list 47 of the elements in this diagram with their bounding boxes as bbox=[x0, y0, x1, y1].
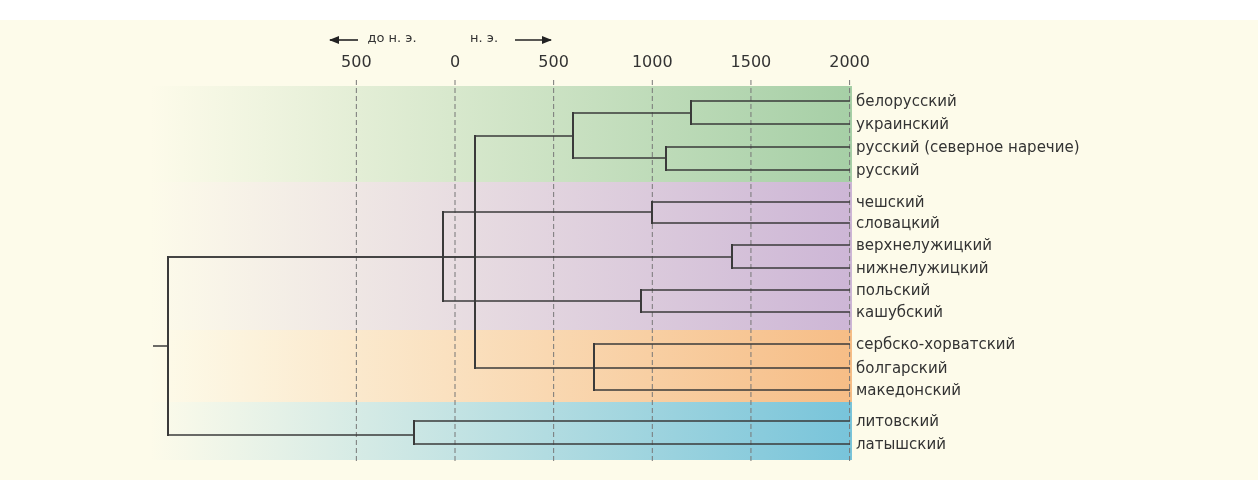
tree-branch bbox=[413, 420, 851, 422]
tree-branch bbox=[640, 311, 851, 313]
tree-branch bbox=[442, 211, 653, 213]
language-name: русский bbox=[850, 159, 920, 181]
language-name: нижнелужицкий bbox=[850, 257, 989, 279]
tree-branch bbox=[442, 256, 733, 258]
axis-tick-label: 1000 bbox=[631, 52, 673, 71]
language-name: чешский bbox=[850, 191, 925, 213]
axis-tick-label: 500 bbox=[538, 52, 569, 71]
language-name: болгарский bbox=[850, 357, 948, 379]
tree-branch bbox=[731, 244, 851, 246]
era-label: до н. э. bbox=[367, 30, 417, 45]
language-name: кашубский bbox=[850, 301, 943, 323]
language-name: русский (северное наречие) bbox=[850, 136, 1080, 158]
tree-branch bbox=[651, 201, 851, 203]
language-name: македонский bbox=[850, 379, 961, 401]
tree-branch bbox=[572, 157, 667, 159]
tree-branch bbox=[593, 367, 851, 369]
tree-branch bbox=[731, 267, 851, 269]
axis-tick-label: 0 bbox=[449, 52, 461, 71]
language-name: польский bbox=[850, 279, 931, 301]
axis-tick-label: 2000 bbox=[829, 52, 870, 71]
tree-branch bbox=[572, 112, 692, 114]
tree-branch bbox=[593, 389, 851, 391]
language-name: белорусский bbox=[850, 90, 957, 112]
language-name: литовский bbox=[850, 410, 939, 432]
tree-branch bbox=[152, 345, 169, 347]
tree-branch bbox=[651, 222, 851, 224]
tree-branch bbox=[474, 135, 574, 137]
tree-branch bbox=[474, 367, 595, 369]
tree-branch bbox=[665, 169, 851, 171]
tree-branch bbox=[665, 146, 851, 148]
tree-branch bbox=[690, 123, 851, 125]
language-name: латышский bbox=[850, 433, 946, 455]
tree-branch bbox=[167, 434, 415, 436]
tree-branch bbox=[593, 343, 851, 345]
language-name: верхнелужицкий bbox=[850, 234, 992, 256]
tree-branch bbox=[640, 289, 851, 291]
axis-tick-label: 500 bbox=[341, 52, 372, 71]
language-name: сербско-хорватский bbox=[850, 333, 1016, 355]
language-name: словацкий bbox=[850, 212, 940, 234]
tree-branch bbox=[442, 300, 642, 302]
language-name: украинский bbox=[850, 113, 949, 135]
tree-branch bbox=[413, 443, 851, 445]
axis-tick-label: 1500 bbox=[730, 52, 772, 71]
tree-branch bbox=[690, 100, 851, 102]
era-label: н. э. bbox=[470, 30, 498, 45]
